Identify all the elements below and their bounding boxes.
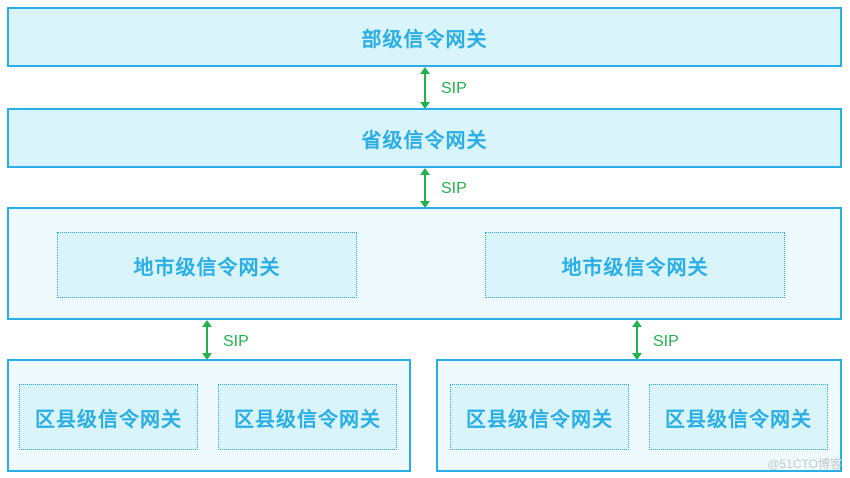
county-gateway-4: 区县级信令网关 [649,384,828,450]
sip-label-2: SIP [441,180,467,197]
county-gateway-2: 区县级信令网关 [218,384,397,450]
sip-arrow-ministry-province [420,67,430,109]
sip-arrow-city-county-right [632,320,642,360]
county-gateway-4-label: 区县级信令网关 [665,406,812,431]
sip-arrow-city-county-left [202,320,212,360]
county-gateway-2-label: 区县级信令网关 [234,406,381,431]
province-gateway-label: 省级信令网关 [361,127,488,152]
ministry-gateway-box: 部级信令网关 [7,7,842,67]
county-gateway-1-label: 区县级信令网关 [35,406,182,431]
sip-label-1: SIP [441,80,467,97]
county-gateway-3: 区县级信令网关 [450,384,629,450]
watermark: @51CTO博客 [767,457,842,471]
city-gateway-2: 地市级信令网关 [485,232,785,298]
province-gateway-box: 省级信令网关 [7,108,842,168]
city-gateway-2-label: 地市级信令网关 [561,254,709,279]
county-gateway-3-label: 区县级信令网关 [466,406,613,431]
sip-label-4: SIP [653,333,679,350]
ministry-gateway-label: 部级信令网关 [361,26,488,51]
sip-label-3: SIP [223,333,249,350]
city-gateway-1-label: 地市级信令网关 [133,254,281,279]
sip-arrow-province-city [420,168,430,208]
city-gateway-1: 地市级信令网关 [57,232,357,298]
county-gateway-1: 区县级信令网关 [19,384,198,450]
